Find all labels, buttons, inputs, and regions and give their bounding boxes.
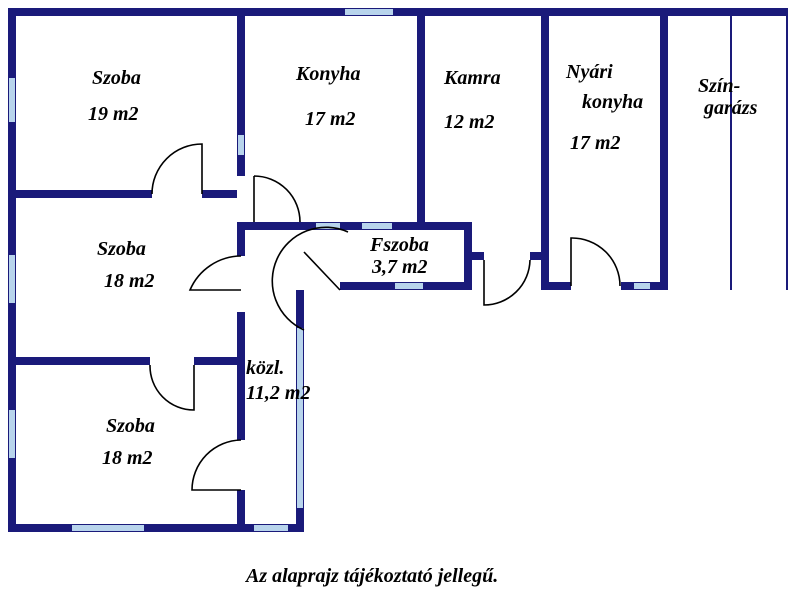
window-nyari-bottom (634, 283, 650, 289)
label-kamra-name: Kamra (443, 67, 501, 89)
label-szoba1-name: Szoba (92, 67, 141, 89)
label-konyha-area: 17 m2 (305, 108, 356, 130)
label-fszoba-name: Fszoba (369, 234, 429, 256)
label-fszoba-area: 3,7 m2 (371, 256, 428, 278)
door-nyari (570, 237, 621, 287)
window-left-2 (9, 255, 15, 303)
label-nyari-name-1: Nyári (565, 61, 613, 83)
wall-fszoba-right (464, 222, 472, 290)
label-garage-name-2: garázs (703, 97, 758, 119)
window-fszoba-bottom (395, 283, 423, 289)
wall-nyari-right (660, 8, 668, 290)
wall-szoba2-bottom (8, 357, 245, 365)
doors (149, 143, 621, 491)
door-kamra (483, 259, 531, 306)
wall-top (8, 8, 788, 16)
door-konyha (253, 175, 301, 223)
wall-kamra-right (541, 8, 549, 290)
label-nyari-name-2: konyha (582, 91, 643, 113)
window-left-3 (9, 410, 15, 458)
label-szoba1-area: 19 m2 (88, 103, 139, 125)
window-corridor-right (297, 328, 303, 508)
label-kozl-name: közl. (246, 357, 284, 379)
window-corridor-top (316, 223, 340, 229)
wall-bottom (8, 524, 304, 532)
window-bottom-2 (254, 525, 288, 531)
window-bottom-1 (72, 525, 144, 531)
windows (9, 9, 650, 531)
label-szoba3-area: 18 m2 (102, 447, 153, 469)
door-szoba3 (191, 439, 242, 491)
label-garage-name-1: Szín- (698, 75, 740, 97)
wall-garage-line (730, 16, 732, 290)
label-kozl-area: 11,2 m2 (246, 382, 310, 404)
wall-konyha-right (417, 8, 425, 230)
door-szoba2 (188, 255, 242, 291)
label-nyari-area: 17 m2 (570, 132, 621, 154)
window-left-wall-top (238, 135, 244, 155)
window-left-1 (9, 78, 15, 122)
label-szoba2-name: Szoba (97, 238, 146, 260)
wall-konyha-bottom (245, 222, 472, 230)
room-labels: Szoba 19 m2 Konyha 17 m2 Kamra 12 m2 Nyá… (88, 61, 758, 469)
wall-szoba1-bottom (8, 190, 245, 198)
label-kamra-area: 12 m2 (444, 111, 495, 133)
label-konyha-name: Konyha (295, 63, 360, 85)
door-szoba3-top (149, 364, 195, 411)
label-szoba3-name: Szoba (106, 415, 155, 437)
wall-garage-right (786, 16, 788, 290)
window-corridor-top-2 (362, 223, 392, 229)
wall-kamra-bottom-right (530, 252, 549, 260)
door-szoba1 (151, 143, 203, 195)
window-top (345, 9, 393, 15)
door-fszoba (271, 226, 349, 331)
wall-kamra-bottom (472, 252, 484, 260)
label-szoba2-area: 18 m2 (104, 270, 155, 292)
caption: Az alaprajz tájékoztató jellegű. (244, 565, 498, 587)
